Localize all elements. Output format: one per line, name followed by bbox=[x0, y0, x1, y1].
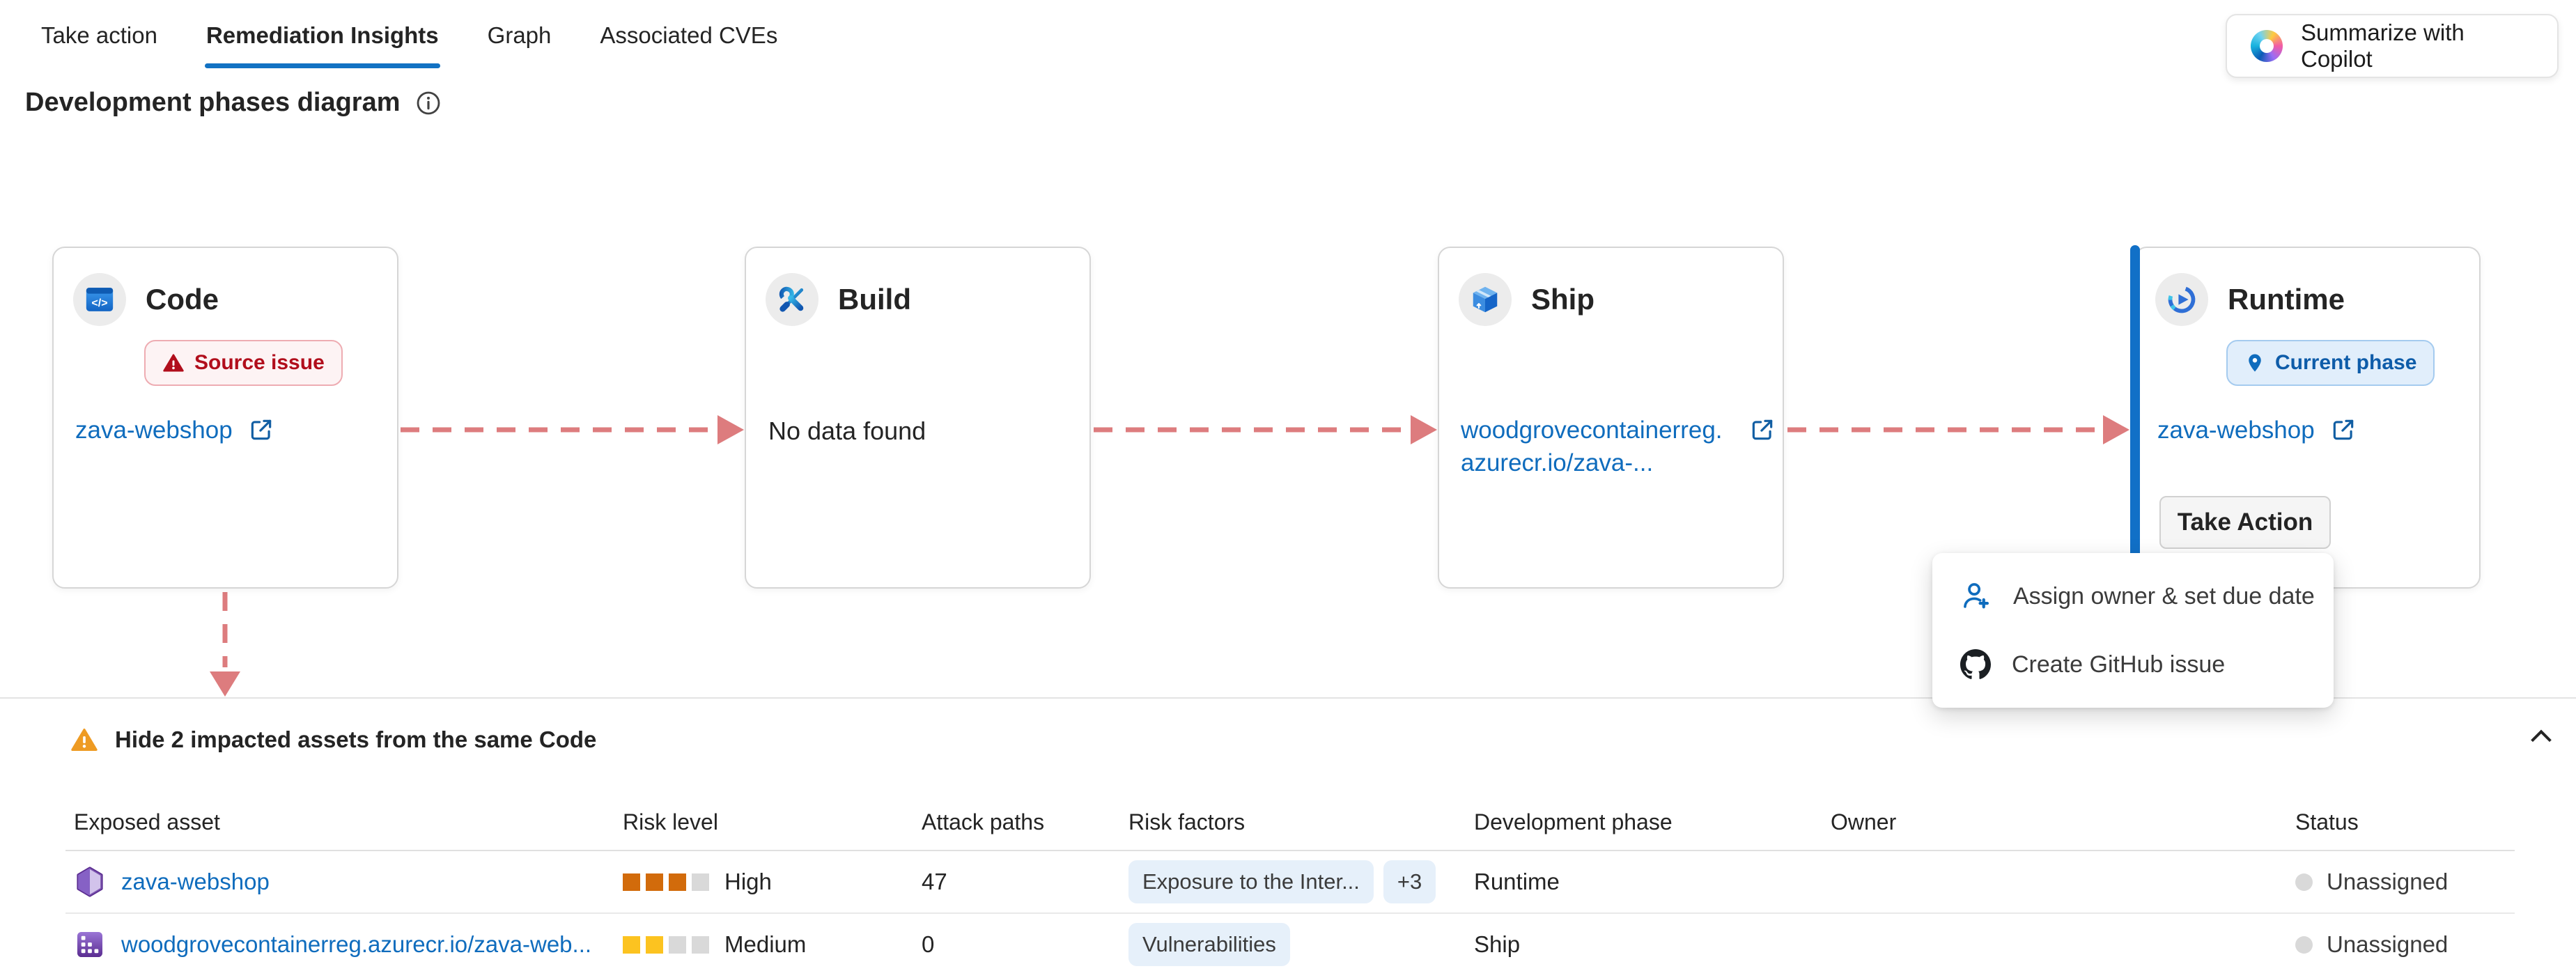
risk-level-meter bbox=[623, 873, 709, 891]
section-divider bbox=[0, 697, 2576, 699]
tab-take-action[interactable]: Take action bbox=[41, 22, 157, 48]
open-in-new-window-icon bbox=[248, 417, 274, 443]
risk-factor-pill[interactable]: Exposure to the Inter... bbox=[1128, 860, 1374, 903]
current-phase-badge-label: Current phase bbox=[2275, 351, 2417, 374]
impacted-assets-toggle-label: Hide 2 impacted assets from the same Cod… bbox=[115, 727, 597, 752]
col-header-development-phase[interactable]: Development phase bbox=[1474, 809, 1673, 834]
copilot-icon bbox=[2251, 30, 2283, 62]
menu-item-create-github-issue[interactable]: Create GitHub issue bbox=[1932, 630, 2334, 699]
risk-level-label: Medium bbox=[724, 931, 807, 957]
asset-link[interactable]: zava-webshop bbox=[65, 866, 613, 898]
risk-factor-pill[interactable]: Vulnerabilities bbox=[1128, 923, 1290, 966]
runtime-card-header: Runtime bbox=[2155, 273, 2345, 326]
phase-card-ship: Ship woodgrovecontainerreg.azurecr.io/za… bbox=[1438, 247, 1784, 589]
attack-paths-cell: 0 bbox=[922, 931, 935, 957]
ship-card-header: Ship bbox=[1459, 273, 1595, 326]
code-card-title: Code bbox=[146, 283, 219, 316]
status-label: Unassigned bbox=[2327, 869, 2449, 894]
code-asset-link[interactable]: zava-webshop bbox=[75, 414, 274, 446]
take-action-menu: Assign owner & set due date Create GitHu… bbox=[1932, 553, 2334, 708]
runtime-icon bbox=[2166, 283, 2198, 316]
code-asset-link-text: zava-webshop bbox=[75, 417, 233, 444]
package-icon bbox=[1469, 283, 1501, 316]
chevron-up-icon[interactable] bbox=[2523, 719, 2559, 755]
impacted-assets-table: Exposed asset Risk level Attack paths Ri… bbox=[65, 794, 2515, 971]
col-header-exposed-asset[interactable]: Exposed asset bbox=[74, 809, 220, 834]
attack-paths-cell: 47 bbox=[922, 869, 947, 894]
tab-bar: Take action Remediation Insights Graph A… bbox=[40, 20, 779, 68]
status-cell: Unassigned bbox=[2286, 931, 2515, 958]
ship-card-title: Ship bbox=[1531, 283, 1595, 316]
status-label: Unassigned bbox=[2327, 931, 2449, 957]
page-title: Development phases diagram bbox=[25, 88, 442, 118]
risk-level-cell: Medium bbox=[613, 931, 912, 958]
info-icon[interactable] bbox=[414, 89, 442, 117]
phase-card-runtime: Runtime Current phase zava-webshop Take … bbox=[2134, 247, 2481, 589]
risk-level-cell: High bbox=[613, 869, 912, 895]
github-icon bbox=[1960, 649, 1991, 680]
status-cell: Unassigned bbox=[2286, 869, 2515, 895]
build-card-header: Build bbox=[766, 273, 911, 326]
asset-link-text: zava-webshop bbox=[121, 869, 270, 894]
status-dot-icon bbox=[2295, 873, 2313, 891]
page-title-text: Development phases diagram bbox=[25, 88, 401, 117]
open-in-new-window-icon bbox=[1749, 417, 1776, 443]
copilot-button-label: Summarize with Copilot bbox=[2301, 20, 2465, 72]
impacted-assets-toggle[interactable]: Hide 2 impacted assets from the same Cod… bbox=[70, 720, 596, 759]
summarize-with-copilot-button[interactable]: Summarize with Copilot bbox=[2226, 14, 2559, 78]
location-pin-icon bbox=[2244, 352, 2265, 373]
col-header-status[interactable]: Status bbox=[2295, 809, 2359, 834]
development-phase-cell: Ship bbox=[1474, 931, 1521, 957]
tab-remediation-insights[interactable]: Remediation Insights bbox=[204, 20, 440, 68]
person-add-icon bbox=[1960, 580, 1992, 612]
code-card-header: </> Code bbox=[73, 273, 219, 326]
phase-card-build: Build No data found bbox=[745, 247, 1091, 589]
error-warning-icon bbox=[162, 352, 185, 374]
col-header-risk-level[interactable]: Risk level bbox=[623, 809, 718, 834]
source-issue-badge: Source issue bbox=[144, 340, 343, 386]
code-icon: </> bbox=[84, 283, 116, 316]
menu-item-assign-owner-label: Assign owner & set due date bbox=[2013, 582, 2315, 609]
open-in-new-window-icon bbox=[2330, 417, 2357, 443]
runtime-asset-link[interactable]: zava-webshop bbox=[2157, 414, 2357, 446]
take-action-button[interactable]: Take Action bbox=[2159, 496, 2331, 549]
risk-level-label: High bbox=[724, 869, 772, 894]
runtime-card-title: Runtime bbox=[2228, 283, 2345, 316]
tab-graph[interactable]: Graph bbox=[487, 22, 552, 48]
warning-icon bbox=[70, 726, 98, 754]
menu-item-create-github-issue-label: Create GitHub issue bbox=[2012, 651, 2226, 678]
current-phase-indicator-bar bbox=[2130, 245, 2140, 590]
runtime-asset-link-text: zava-webshop bbox=[2157, 417, 2315, 444]
build-no-data-text: No data found bbox=[768, 417, 926, 445]
development-phase-cell: Runtime bbox=[1474, 869, 1560, 894]
col-header-owner[interactable]: Owner bbox=[1831, 809, 1897, 834]
current-phase-badge: Current phase bbox=[2226, 340, 2435, 386]
risk-factor-overflow-pill[interactable]: +3 bbox=[1383, 860, 1436, 903]
status-dot-icon bbox=[2295, 935, 2313, 954]
table-row[interactable]: zava-webshop High 47 Exposure to the Int… bbox=[65, 851, 2515, 914]
ship-asset-link[interactable]: woodgrovecontainerreg.azurecr.io/zava-..… bbox=[1461, 414, 1776, 479]
col-header-attack-paths[interactable]: Attack paths bbox=[922, 809, 1045, 834]
application-icon bbox=[74, 866, 106, 898]
asset-link[interactable]: woodgrovecontainerreg.azurecr.io/zava-we… bbox=[65, 929, 613, 961]
risk-factors-cell: Vulnerabilities bbox=[1119, 923, 1464, 966]
risk-factors-cell: Exposure to the Inter... +3 bbox=[1119, 860, 1464, 903]
source-issue-badge-label: Source issue bbox=[194, 351, 325, 374]
tab-associated-cves[interactable]: Associated CVEs bbox=[600, 22, 778, 48]
risk-level-meter bbox=[623, 935, 709, 954]
phase-card-code: </> Code Source issue zava-webshop bbox=[52, 247, 398, 589]
svg-text:</>: </> bbox=[91, 297, 107, 309]
ship-asset-link-text: woodgrovecontainerreg.azurecr.io/zava-..… bbox=[1461, 417, 1723, 476]
table-row[interactable]: woodgrovecontainerreg.azurecr.io/zava-we… bbox=[65, 914, 2515, 971]
container-registry-icon bbox=[74, 929, 106, 961]
menu-item-assign-owner[interactable]: Assign owner & set due date bbox=[1932, 562, 2334, 630]
col-header-risk-factors[interactable]: Risk factors bbox=[1128, 809, 1246, 834]
build-icon bbox=[776, 283, 808, 316]
asset-link-text: woodgrovecontainerreg.azurecr.io/zava-we… bbox=[121, 931, 592, 957]
table-header-row: Exposed asset Risk level Attack paths Ri… bbox=[65, 794, 2515, 851]
build-card-title: Build bbox=[838, 283, 911, 316]
